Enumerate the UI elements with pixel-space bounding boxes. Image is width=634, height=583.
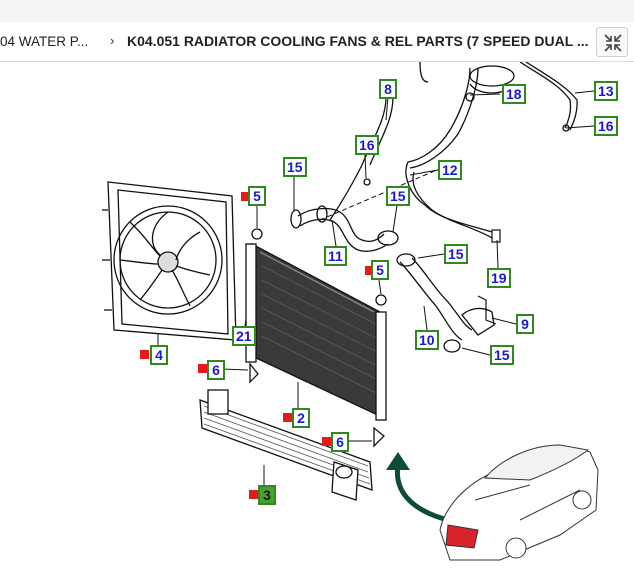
collapse-button[interactable] — [596, 27, 628, 57]
callout-15[interactable]: 15 — [444, 244, 468, 264]
breadcrumb-item-water-pump[interactable]: 04 WATER P... — [0, 34, 89, 49]
top-band — [0, 0, 634, 22]
collapse-arrows-icon — [604, 34, 622, 52]
breadcrumb-item-current: K04.051 RADIATOR COOLING FANS & REL PART… — [127, 33, 589, 49]
marker — [283, 413, 292, 422]
callout-5[interactable]: 5 — [371, 260, 389, 280]
vehicle-sketch — [439, 444, 599, 561]
marker — [249, 490, 258, 499]
callout-16[interactable]: 16 — [594, 116, 618, 136]
marker — [198, 364, 207, 373]
callout-11[interactable]: 11 — [324, 246, 347, 266]
breadcrumb: 04 WATER P... › K04.051 RADIATOR COOLING… — [0, 22, 634, 62]
callout-10[interactable]: 10 — [415, 330, 439, 350]
callout-16[interactable]: 16 — [355, 135, 379, 155]
marker — [365, 266, 374, 275]
marker — [140, 350, 149, 359]
callout-18[interactable]: 18 — [502, 84, 526, 104]
fan-assembly — [102, 181, 237, 341]
marker — [322, 437, 331, 446]
callout-19[interactable]: 19 — [487, 268, 511, 288]
location-arrow — [386, 452, 449, 523]
callout-6[interactable]: 6 — [207, 360, 225, 380]
callout-15[interactable]: 15 — [490, 345, 514, 365]
parts-diagram — [102, 62, 599, 561]
radiator — [245, 228, 387, 448]
callout-21[interactable]: 21 — [232, 326, 256, 346]
callout-6[interactable]: 6 — [331, 432, 349, 452]
callout-12[interactable]: 12 — [438, 160, 462, 180]
callout-8[interactable]: 8 — [379, 79, 397, 99]
callout-9[interactable]: 9 — [516, 314, 534, 334]
callout-2[interactable]: 2 — [292, 408, 310, 428]
callout-4[interactable]: 4 — [150, 345, 168, 365]
breadcrumb-separator: › — [110, 33, 115, 48]
intercooler — [199, 389, 373, 501]
callout-3-selected[interactable]: 3 — [258, 485, 276, 505]
callout-13[interactable]: 13 — [594, 81, 618, 101]
callout-5[interactable]: 5 — [248, 186, 266, 206]
callout-15[interactable]: 15 — [283, 157, 307, 177]
marker — [241, 192, 250, 201]
callout-15[interactable]: 15 — [386, 186, 410, 206]
